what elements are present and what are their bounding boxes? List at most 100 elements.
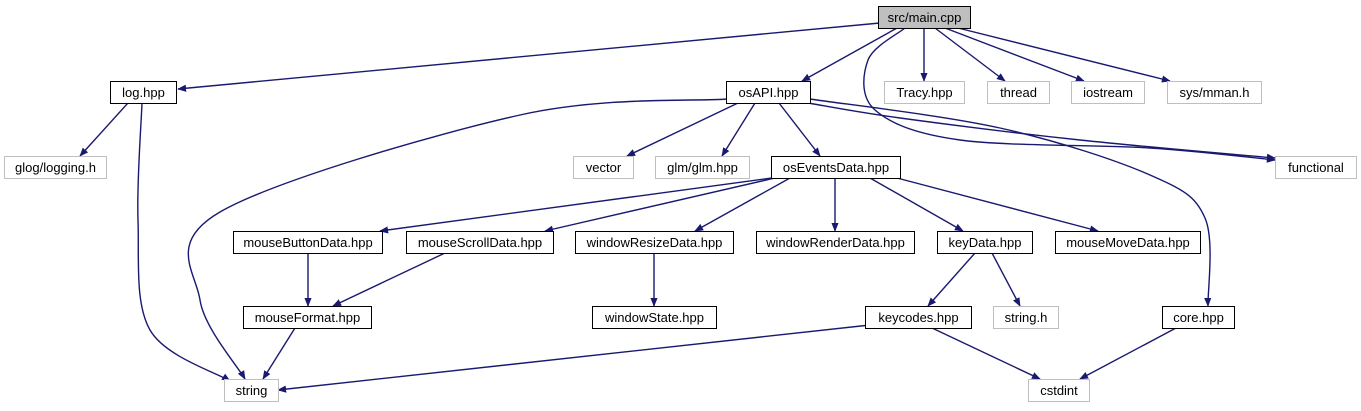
node-mousescroll[interactable]: mouseScrollData.hpp xyxy=(406,231,554,254)
node-box xyxy=(987,81,1050,104)
node-label: core.hpp xyxy=(1173,310,1224,325)
node-label: functional xyxy=(1288,160,1344,175)
node-iostream: iostream xyxy=(1071,81,1145,104)
node-box xyxy=(655,156,750,179)
node-label: mouseScrollData.hpp xyxy=(418,235,542,250)
edge-main-to-thread xyxy=(934,27,1006,82)
node-main[interactable]: src/main.cpp xyxy=(878,6,971,29)
node-winrender[interactable]: windowRenderData.hpp xyxy=(756,231,915,254)
node-box xyxy=(865,306,972,329)
node-box xyxy=(233,231,383,254)
node-box xyxy=(573,156,634,179)
edge-oseventsdata-to-mousemove xyxy=(896,177,1099,233)
node-string: string xyxy=(224,379,279,402)
node-box xyxy=(771,156,901,179)
edge-osapi-to-functional xyxy=(807,102,1276,161)
node-box xyxy=(1167,81,1262,104)
node-label: string xyxy=(236,383,268,398)
node-log[interactable]: log.hpp xyxy=(110,81,177,104)
node-vector: vector xyxy=(573,156,634,179)
edge-oseventsdata-to-mousescroll xyxy=(544,177,776,233)
edge-keycodes-to-string xyxy=(277,324,871,393)
node-tracy: Tracy.hpp xyxy=(884,81,965,104)
node-label: vector xyxy=(586,160,622,175)
node-box xyxy=(243,306,372,329)
edge-mouseformat-to-string xyxy=(262,327,296,380)
node-oseventsdata[interactable]: osEventsData.hpp xyxy=(771,156,901,179)
node-mousebtn[interactable]: mouseButtonData.hpp xyxy=(233,231,383,254)
node-winstate[interactable]: windowState.hpp xyxy=(592,306,717,329)
node-label: osEventsData.hpp xyxy=(783,160,889,175)
node-functional: functional xyxy=(1275,156,1357,179)
node-box xyxy=(884,81,965,104)
node-label: osAPI.hpp xyxy=(739,85,799,100)
edge-keycodes-to-cstdint xyxy=(931,327,1041,380)
edge-osapi-to-oseventsdata xyxy=(778,102,821,157)
node-winresize[interactable]: windowResizeData.hpp xyxy=(575,231,734,254)
node-label: mouseFormat.hpp xyxy=(255,310,361,325)
node-box xyxy=(1275,156,1357,179)
edge-main-to-osapi xyxy=(801,27,898,82)
edge-oseventsdata-to-keydata xyxy=(869,177,964,232)
node-box xyxy=(937,231,1033,254)
node-label: src/main.cpp xyxy=(888,10,962,25)
node-keydata[interactable]: keyData.hpp xyxy=(937,231,1033,254)
node-label: string.h xyxy=(1005,310,1048,325)
node-label: thread xyxy=(1000,85,1037,100)
edge-keydata-to-keycodes xyxy=(927,252,976,307)
edge-osapi-to-string xyxy=(187,98,729,380)
node-label: cstdint xyxy=(1040,383,1078,398)
node-label: windowRenderData.hpp xyxy=(765,235,905,250)
node-core[interactable]: core.hpp xyxy=(1162,306,1235,329)
node-label: log.hpp xyxy=(122,85,165,100)
edge-log-to-string xyxy=(137,102,231,382)
node-label: keyData.hpp xyxy=(949,235,1022,250)
edges-layer xyxy=(79,22,1276,393)
node-label: Tracy.hpp xyxy=(896,85,952,100)
node-label: keycodes.hpp xyxy=(878,310,958,325)
edge-core-to-cstdint xyxy=(1079,327,1177,380)
node-box xyxy=(1071,81,1145,104)
node-label: glm/glm.hpp xyxy=(667,160,738,175)
edge-osapi-to-glm xyxy=(721,102,756,157)
node-box xyxy=(756,231,915,254)
node-label: iostream xyxy=(1083,85,1133,100)
nodes-layer: src/main.cpp log.hpp osAPI.hpp Tracy.hpp thr… xyxy=(4,6,1357,402)
node-thread: thread xyxy=(987,81,1050,104)
node-box xyxy=(592,306,717,329)
node-box xyxy=(1028,379,1090,402)
node-box xyxy=(406,231,554,254)
node-box xyxy=(224,379,279,402)
node-label: mouseMoveData.hpp xyxy=(1066,235,1190,250)
node-osapi[interactable]: osAPI.hpp xyxy=(726,81,811,104)
node-box xyxy=(993,306,1059,329)
node-glm: glm/glm.hpp xyxy=(655,156,750,179)
node-label: sys/mman.h xyxy=(1179,85,1249,100)
node-cstdint: cstdint xyxy=(1028,379,1090,402)
edge-osapi-to-core xyxy=(809,98,1212,307)
edge-oseventsdata-to-winresize xyxy=(694,177,791,232)
node-label: mouseButtonData.hpp xyxy=(243,235,372,250)
node-mousemove[interactable]: mouseMoveData.hpp xyxy=(1055,231,1201,254)
edge-oseventsdata-to-mousebtn xyxy=(379,177,773,234)
edge-mousescroll-to-mouseformat xyxy=(332,252,446,307)
node-mman: sys/mman.h xyxy=(1167,81,1262,104)
node-box xyxy=(1055,231,1201,254)
edge-main-to-iostream xyxy=(944,27,1085,82)
node-box xyxy=(110,81,177,104)
node-stringh: string.h xyxy=(993,306,1059,329)
node-glog: glog/logging.h xyxy=(4,156,107,179)
edge-main-to-log xyxy=(177,22,881,92)
node-label: windowState.hpp xyxy=(604,310,704,325)
node-label: windowResizeData.hpp xyxy=(586,235,723,250)
node-label: glog/logging.h xyxy=(15,160,96,175)
edge-main-to-mman xyxy=(957,27,1171,83)
node-mouseformat[interactable]: mouseFormat.hpp xyxy=(243,306,372,329)
node-box xyxy=(726,81,811,104)
edge-osapi-to-vector xyxy=(626,102,739,157)
node-box xyxy=(1162,306,1235,329)
node-keycodes[interactable]: keycodes.hpp xyxy=(865,306,972,329)
edge-log-to-glog xyxy=(79,102,129,157)
node-box xyxy=(878,6,971,29)
